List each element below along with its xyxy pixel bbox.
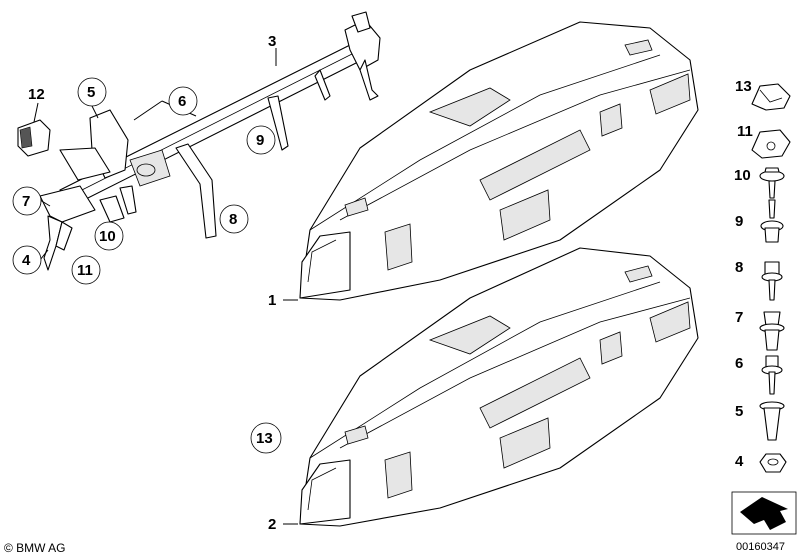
callout-7: 7 (22, 193, 30, 210)
callout-8: 8 (229, 211, 237, 228)
callout-9-circle (246, 125, 276, 155)
callout-1: 1 (268, 292, 276, 309)
callout-5-circle (77, 77, 107, 107)
callout-11-circle (71, 255, 101, 285)
callout-5: 5 (87, 84, 95, 101)
callout-6-circle (168, 86, 198, 116)
fastener-label-8: 8 (735, 259, 743, 276)
fastener-column: 13 11 10 9 8 7 6 5 (731, 78, 797, 535)
callout-7-circle (12, 186, 42, 216)
fastener-label-13: 13 (735, 78, 752, 95)
dashboard-panel-2 (299, 247, 699, 527)
callout-13-circle (250, 422, 282, 454)
fastener-label-11: 11 (737, 123, 753, 140)
callout-10: 10 (99, 228, 116, 245)
callout-4-circle (12, 245, 42, 275)
callout-9: 9 (256, 132, 264, 149)
fastener-label-5: 5 (735, 403, 743, 420)
fastener-label-4: 4 (735, 453, 744, 470)
leader-lines (33, 48, 298, 525)
fastener-label-6: 6 (735, 355, 743, 372)
callout-10-circle (94, 221, 124, 251)
callout-3: 3 (268, 33, 276, 50)
callouts: 12 3 5 6 9 7 10 8 4 11 1 2 13 (12, 33, 282, 533)
fastener-label-9: 9 (735, 213, 743, 230)
callout-8-circle (219, 204, 249, 234)
callout-6: 6 (178, 93, 186, 110)
fastener-13-clip (751, 83, 791, 111)
callout-12: 12 (28, 86, 45, 103)
fastener-label-7: 7 (735, 309, 743, 326)
direction-arrow-icon (740, 497, 788, 530)
callout-13: 13 (256, 430, 273, 447)
cross-car-beam (39, 11, 381, 271)
callout-11: 11 (77, 262, 93, 279)
dashboard-panel-1 (299, 21, 699, 301)
part-12-clip (17, 119, 51, 157)
copyright-text: © BMW AG (4, 541, 66, 555)
callout-4: 4 (22, 252, 31, 269)
callout-2: 2 (268, 516, 276, 533)
fastener-11-clip (751, 129, 791, 159)
fastener-label-10: 10 (734, 167, 751, 184)
image-number: 00160347 (736, 541, 785, 553)
